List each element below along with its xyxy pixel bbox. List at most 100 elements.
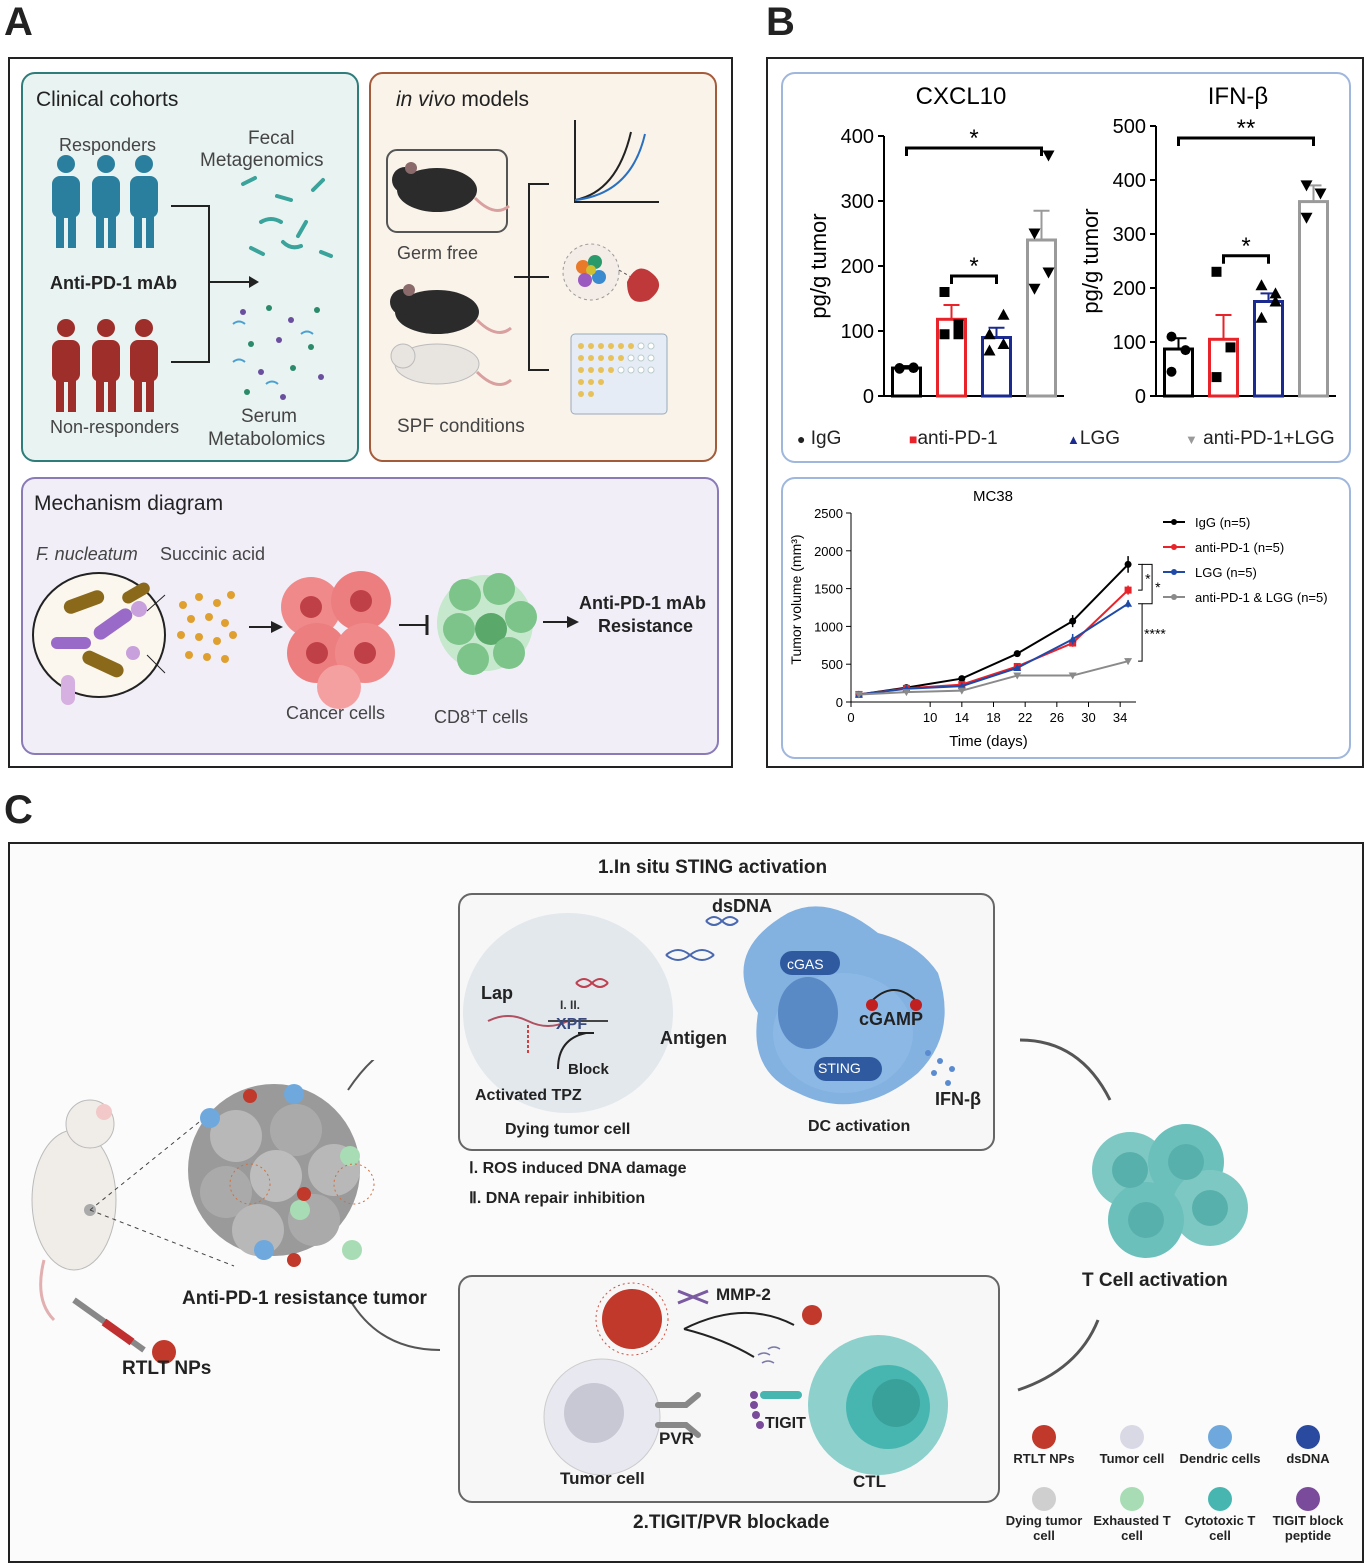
data-point xyxy=(1028,228,1041,240)
legend-swatch-icon xyxy=(1296,1425,1320,1449)
x-tick-label: 10 xyxy=(923,710,937,725)
panel-b-frame xyxy=(766,57,1364,768)
note-repair: Ⅱ. DNA repair inhibition xyxy=(469,1190,646,1207)
y-tick-label: 0 xyxy=(836,695,843,710)
legend-item-combo: ▼ anti-PD-1+LGG xyxy=(1185,428,1335,449)
legend-swatch-icon xyxy=(1032,1425,1056,1449)
dying-tumor-label: Dying tumor cell xyxy=(505,1121,631,1138)
data-point xyxy=(1166,366,1177,377)
tumor-organoid-icon xyxy=(562,243,660,302)
legend-item: dsDNA xyxy=(1264,1425,1352,1466)
data-point xyxy=(1042,150,1055,162)
legend-item: Exhausted T cell xyxy=(1088,1487,1176,1543)
series-line xyxy=(858,660,1129,696)
legend-item: Dying tumor cell xyxy=(1000,1487,1088,1543)
data-point xyxy=(1013,650,1021,658)
y-axis-label: pg/g tumor xyxy=(1078,208,1103,313)
rtlt-np-icon xyxy=(152,1340,176,1364)
data-point xyxy=(1124,586,1132,594)
bar-legend: ● IgG ■anti-PD-1 ▲LGG ▼ anti-PD-1+LGG xyxy=(797,428,1347,456)
tumor-cell-icon xyxy=(543,1358,661,1476)
cgamp-label: cGAMP xyxy=(859,1009,924,1029)
data-point xyxy=(983,344,996,356)
lap-label: Lap xyxy=(481,983,514,1003)
succinic-acid-dots-icon xyxy=(177,591,237,663)
serum-label-1: Serum xyxy=(241,406,297,427)
data-point xyxy=(997,338,1010,349)
data-point xyxy=(1300,212,1313,224)
significance-bracket xyxy=(1177,136,1315,146)
mouse-icon xyxy=(31,1099,117,1322)
data-point xyxy=(1042,267,1055,279)
cd8-label: CD8+T cells xyxy=(434,707,529,727)
y-tick-label: 200 xyxy=(841,256,874,278)
data-point xyxy=(1211,266,1222,277)
resistance-tumor-label: Anti-PD-1 resistance tumor xyxy=(182,1288,427,1309)
mmp2-label: MMP-2 xyxy=(716,1285,771,1304)
y-tick-label: 400 xyxy=(841,126,874,148)
data-point xyxy=(958,675,966,683)
data-point xyxy=(1068,672,1077,680)
y-tick-label: 300 xyxy=(841,191,874,213)
data-point xyxy=(1255,279,1268,291)
cytotoxic-t-cells-icon xyxy=(1092,1124,1248,1258)
mechanism-art xyxy=(32,571,579,709)
data-point xyxy=(957,682,966,690)
antigen-label: Antigen xyxy=(660,1028,727,1048)
species-label: F. nucleatum xyxy=(36,544,138,564)
data-point xyxy=(908,363,919,374)
data-point xyxy=(1225,342,1236,353)
clinical-cohorts-art xyxy=(52,155,333,412)
ifn-dots-icon xyxy=(925,1050,955,1086)
tigit-art xyxy=(543,1282,948,1476)
legend-label: Dying tumor cell xyxy=(1005,1513,1083,1543)
x-tick-label: 26 xyxy=(1050,710,1064,725)
panel-label-a: A xyxy=(4,0,33,44)
cd8-t-cells-icon xyxy=(437,573,537,675)
legend-item: Tumor cell xyxy=(1088,1425,1176,1466)
data-point xyxy=(1269,295,1282,307)
roman-label: I. II. xyxy=(560,998,581,1012)
x-tick-label: 22 xyxy=(1018,710,1032,725)
significance-bracket xyxy=(905,146,1043,156)
legend-item: RTLT NPs xyxy=(1000,1425,1088,1466)
bacteria-circle-icon xyxy=(32,572,166,705)
tigit-label: TIGIT xyxy=(765,1415,806,1432)
data-point xyxy=(854,691,863,699)
metabolite-label: Succinic acid xyxy=(160,544,266,564)
tigit-title: 2.TIGIT/PVR blockade xyxy=(633,1512,830,1533)
significance-label: * xyxy=(969,253,978,280)
legend-item: Dendric cells xyxy=(1176,1425,1264,1466)
legend-marker xyxy=(1171,544,1177,550)
tumor-mouse-art xyxy=(31,1060,441,1364)
sig-bracket xyxy=(1138,603,1143,662)
activated-tpz-label: Activated TPZ xyxy=(475,1087,582,1104)
significance-label: ** xyxy=(1237,115,1256,142)
legend-item: TIGIT block peptide xyxy=(1264,1487,1352,1543)
y-tick-label: 2000 xyxy=(814,544,843,559)
xpf-label: XPF xyxy=(556,1016,588,1033)
chart-title: IFN-β xyxy=(1208,83,1268,110)
data-point xyxy=(957,687,966,695)
invivo-models-title: in vivo models xyxy=(396,88,530,111)
x-tick-label: 34 xyxy=(1113,710,1127,725)
y-tick-label: 200 xyxy=(1113,278,1146,300)
y-tick-label: 100 xyxy=(841,321,874,343)
data-point xyxy=(1124,599,1133,607)
data-point xyxy=(1300,180,1313,192)
chart-title: MC38 xyxy=(973,488,1013,505)
legend-swatch-icon xyxy=(1120,1487,1144,1511)
panel-label-c: C xyxy=(4,788,33,832)
bar xyxy=(1298,200,1329,398)
fecal-label-1: Fecal xyxy=(248,128,295,149)
non-responder-people-icon xyxy=(52,319,158,412)
mechanism-title: Mechanism diagram xyxy=(34,492,224,515)
resistance-tumor-icon xyxy=(188,1084,375,1267)
data-point xyxy=(997,308,1010,320)
data-point xyxy=(939,329,950,340)
legend-label: TIGIT block peptide xyxy=(1272,1513,1344,1543)
dsdna-label: dsDNA xyxy=(712,896,773,916)
x-tick-label: 0 xyxy=(847,710,854,725)
scissors-icon xyxy=(677,1289,709,1305)
tumor-cell-label: Tumor cell xyxy=(560,1469,645,1488)
